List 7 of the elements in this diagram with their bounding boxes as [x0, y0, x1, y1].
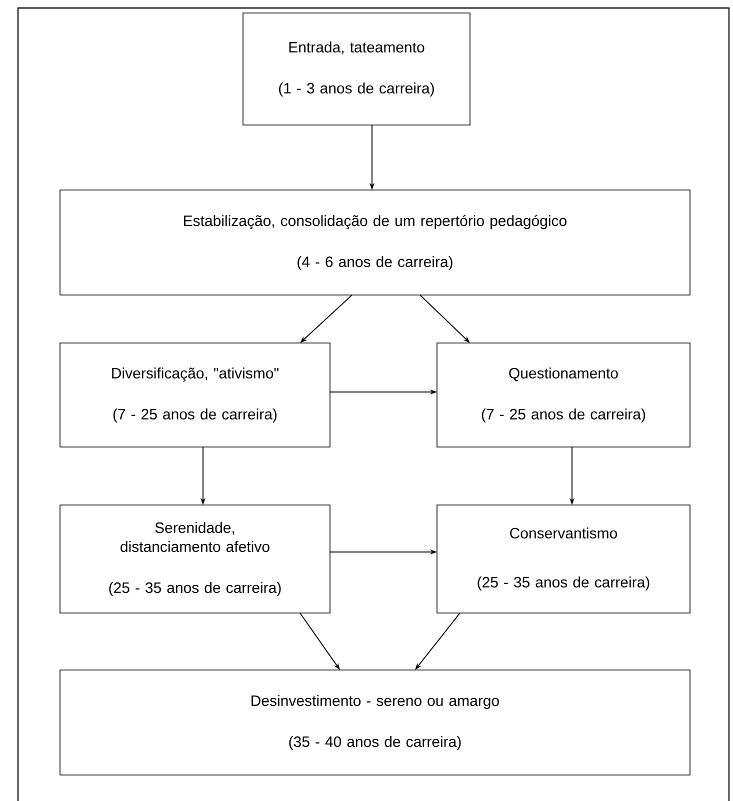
process-box: Questionamento (7 - 25 anos de carreira): [436, 342, 690, 448]
process-box: Desinvestimento - sereno ou amargo (35 - 40 anos de carreira): [60, 670, 690, 776]
process-box: Entrada, tateamento (1 - 3 anos de carreira): [242, 12, 470, 126]
process-box: Conservantismo (25 - 35 anos de carreira): [436, 504, 690, 614]
process-box: Diversificação, "ativismo" (7 - 25 anos de carreira): [60, 342, 330, 448]
process-box: Estabilização, consolidação de um repertório pedagógico (4 - 6 anos de carreira): [60, 190, 690, 296]
process-box: Serenidade, distanciamento afetivo (25 - 35 anos de carreira): [60, 504, 330, 614]
